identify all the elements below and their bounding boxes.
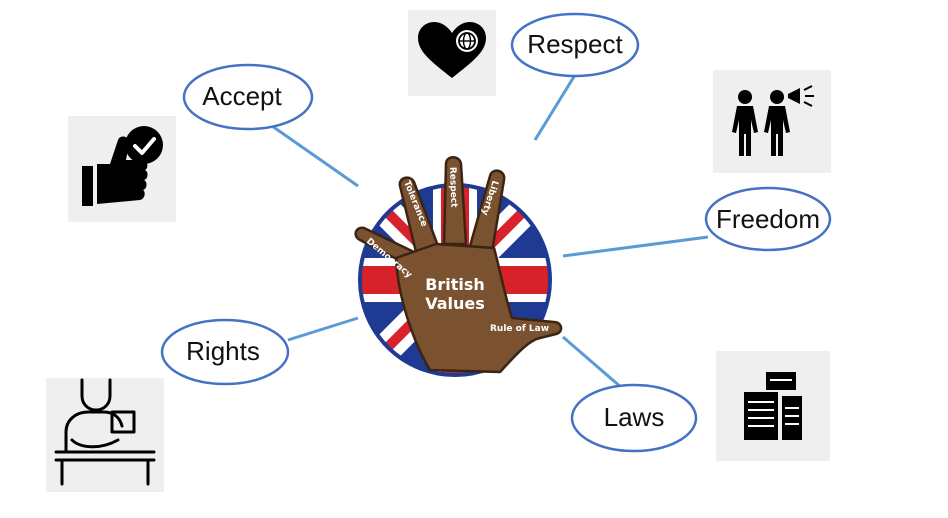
finger-label-rule-of-law: Rule of Law <box>490 324 549 334</box>
value-label-accept: Accept <box>202 81 282 111</box>
hand-icon <box>354 156 563 374</box>
person-at-desk-icon <box>46 378 164 492</box>
value-bubble-respect: Respect <box>510 12 640 78</box>
law-books-icon <box>716 351 830 461</box>
connector-respect <box>533 74 577 141</box>
finger-label-respect: Respect <box>447 167 458 209</box>
value-label-respect: Respect <box>527 29 623 59</box>
value-label-laws: Laws <box>604 402 665 432</box>
value-bubble-laws: Laws <box>570 383 698 453</box>
british-values-emblem: Democracy Tolerance Respect Liberty Rule… <box>354 156 563 377</box>
connectors <box>271 74 709 390</box>
connector-accept <box>271 124 359 188</box>
value-bubble-freedom: Freedom <box>704 186 832 252</box>
thumbs-up-check-icon <box>68 116 176 222</box>
value-bubble-accept: Accept <box>182 63 314 131</box>
value-label-rights: Rights <box>186 336 260 366</box>
value-bubble-rights: Rights <box>160 318 290 386</box>
emblem-title-line1: British <box>425 275 485 294</box>
connector-freedom <box>562 235 709 258</box>
people-megaphone-icon <box>713 70 831 173</box>
value-label-freedom: Freedom <box>716 204 820 234</box>
connector-rights <box>287 316 359 342</box>
connector-laws <box>562 335 623 390</box>
emblem-title-line2: Values <box>425 294 485 313</box>
heart-globe-icon <box>408 10 496 96</box>
